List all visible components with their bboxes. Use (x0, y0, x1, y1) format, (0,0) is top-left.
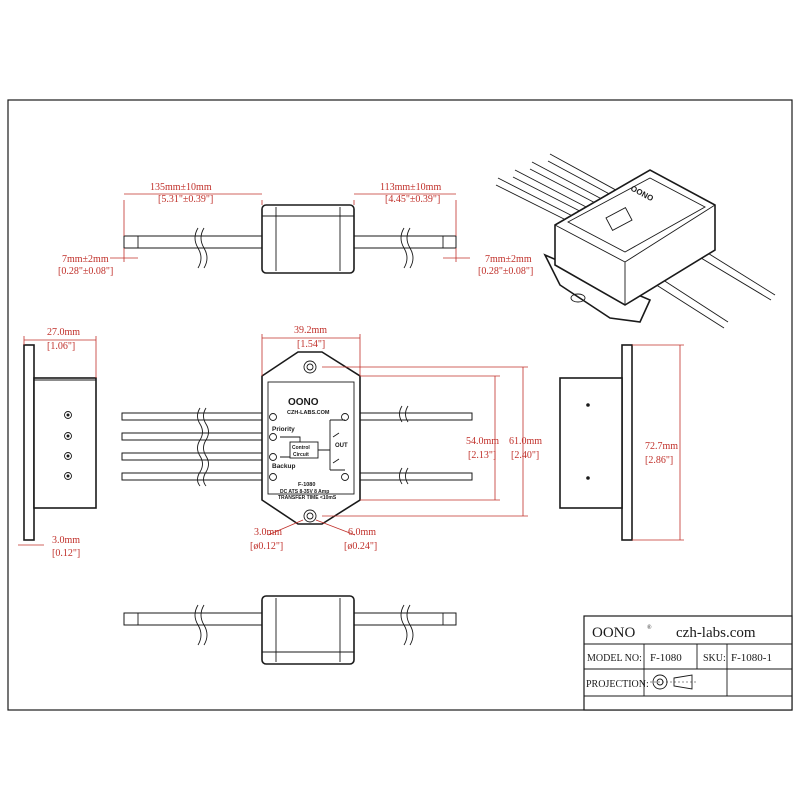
dim-flange-in: [0.12"] (52, 548, 80, 559)
dim-right-strip: 7mm±2mm (485, 254, 532, 265)
dim-flange: 3.0mm (52, 535, 80, 546)
label-spec2: TRANSFER TIME <10mS (278, 495, 337, 501)
dim-hole-small-in: [ø0.12"] (250, 541, 283, 552)
label-circuit: Circuit (293, 452, 309, 458)
model-value: F-1080 (650, 652, 682, 664)
dim-left-strip: 7mm±2mm (62, 254, 109, 265)
title-website: czh-labs.com (676, 625, 756, 641)
registered-mark: ® (647, 624, 652, 631)
dim-right-wire: 113mm±10mm (380, 182, 441, 193)
right-side-view (559, 344, 684, 541)
dim-hole-large: 6.0mm (348, 527, 376, 538)
dim-hole-pitch: 61.0mm (509, 436, 542, 447)
dim-body-height: 54.0mm (466, 436, 499, 447)
dim-right-strip-in: [0.28"±0.08"] (478, 266, 533, 277)
label-model: F-1080 (298, 482, 315, 488)
dim-total-height: 72.7mm (645, 441, 678, 452)
label-out: OUT (335, 443, 348, 449)
dim-left-wire-in: [5.31"±0.39"] (158, 194, 213, 205)
left-side-view (18, 336, 97, 546)
label-backup: Backup (272, 463, 296, 470)
title-block (583, 615, 793, 711)
projection-symbol (650, 674, 696, 690)
isometric-view: OONO (495, 153, 776, 329)
dim-depth: 27.0mm (47, 327, 80, 338)
dim-left-strip-in: [0.28"±0.08"] (58, 266, 113, 277)
dim-depth-in: [1.06"] (47, 341, 75, 352)
dim-width: 39.2mm (294, 325, 327, 336)
projection-label: PROJECTION: (586, 679, 649, 690)
dim-body-height-in: [2.13"] (468, 450, 496, 461)
front-view (121, 351, 473, 525)
front-dimensions (261, 334, 528, 536)
label-site: CZH-LABS.COM (287, 410, 330, 416)
top-view (110, 193, 470, 274)
dim-hole-small: 3.0mm (254, 527, 282, 538)
dim-hole-pitch-in: [2.40"] (511, 450, 539, 461)
label-brand: OONO (288, 397, 319, 408)
title-brand: OONO (592, 625, 635, 641)
dim-left-wire: 135mm±10mm (150, 182, 212, 193)
drawing-border (7, 99, 793, 711)
label-spec1: DC ATS 8-35V 8 Amp (280, 489, 329, 495)
dim-right-wire-in: [4.45"±0.39"] (385, 194, 440, 205)
dim-hole-large-in: [ø0.24"] (344, 541, 377, 552)
label-priority: Priority (272, 426, 295, 433)
dim-width-in: [1.54"] (297, 339, 325, 350)
sku-value: F-1080-1 (731, 652, 772, 664)
bottom-view (123, 595, 457, 665)
label-control: Control (292, 445, 310, 451)
dim-total-height-in: [2.86"] (645, 455, 673, 466)
model-label: MODEL NO: (587, 653, 642, 664)
sku-label: SKU: (703, 653, 726, 664)
